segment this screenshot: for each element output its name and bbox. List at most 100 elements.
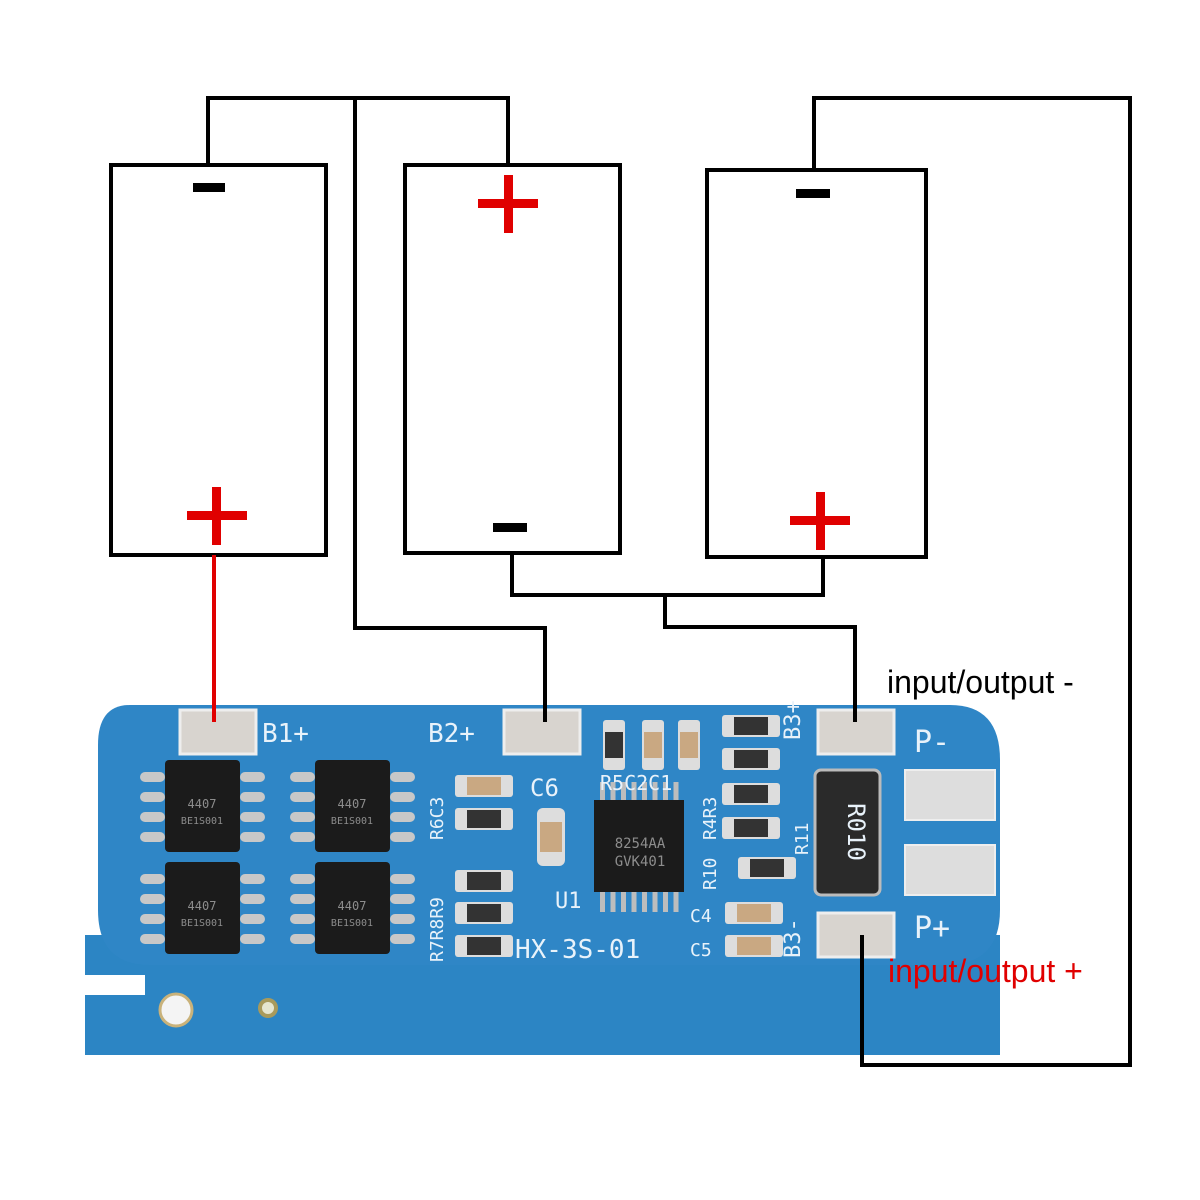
wire-to-b2-pad xyxy=(353,98,547,722)
chip-pin xyxy=(290,914,315,924)
chip-pin xyxy=(390,832,415,842)
chip-pin xyxy=(290,894,315,904)
minus-terminal-icon xyxy=(493,523,527,532)
chip-pin xyxy=(290,772,315,782)
smd-body xyxy=(467,777,501,795)
wire-to-b3-pad xyxy=(663,595,857,722)
label-b3-minus: B3- xyxy=(781,918,806,958)
label-c5: C5 xyxy=(690,940,712,961)
minus-terminal-icon xyxy=(796,189,830,198)
mosfet-chip xyxy=(315,862,390,954)
ic-pin xyxy=(663,892,668,912)
wire-b1-minus-to-b2-plus xyxy=(206,96,510,165)
chip-pin xyxy=(140,832,165,842)
shunt-resistor xyxy=(813,768,882,897)
chip-pin xyxy=(240,772,265,782)
smd-body xyxy=(467,810,501,828)
via-hole xyxy=(258,998,278,1018)
mounting-hole xyxy=(158,992,194,1028)
chip-pin xyxy=(240,832,265,842)
chip-pin xyxy=(140,934,165,944)
chip-pin xyxy=(290,934,315,944)
chip-pin xyxy=(290,832,315,842)
ic-pin xyxy=(652,782,658,800)
label-p-plus: P+ xyxy=(914,911,950,946)
label-b3-plus: B3+ xyxy=(781,700,806,740)
smd-body xyxy=(737,904,771,922)
chip-pin xyxy=(390,792,415,802)
ic-label: GVK401 xyxy=(615,854,666,870)
chip-pin xyxy=(140,874,165,884)
label-r7r8r9: R7R8R9 xyxy=(427,897,448,962)
ic-pin xyxy=(663,782,668,800)
mosfet-label: 4407 xyxy=(188,899,217,913)
label-b1: B1+ xyxy=(262,719,309,749)
smd-body xyxy=(734,785,768,803)
wires xyxy=(206,96,1132,1067)
mosfet-chip xyxy=(315,760,390,852)
label-b2: B2+ xyxy=(428,719,475,749)
wire-b3-minus-to-p-plus xyxy=(812,96,1132,1067)
chip-pin xyxy=(240,914,265,924)
smd-body xyxy=(750,859,784,877)
label-r4r3: R4R3 xyxy=(700,797,721,840)
smd-body xyxy=(734,717,768,735)
mosfet-label: 4407 xyxy=(188,797,217,811)
smd-body xyxy=(467,904,501,922)
ic-pin xyxy=(673,892,679,912)
smd-body xyxy=(734,750,768,768)
minus-terminal-icon xyxy=(193,183,225,192)
ic-pin xyxy=(610,892,616,912)
plus-terminal-icon xyxy=(790,492,850,550)
chip-pin xyxy=(390,894,415,904)
chip-pin xyxy=(240,792,265,802)
shunt-label: R010 xyxy=(842,803,870,861)
mosfet-label: BE1S001 xyxy=(331,918,373,929)
pad-p-plus-square xyxy=(904,844,996,896)
mosfet-chips: 4407 BE1S001 4407 BE1S001 4407 BE1S001 4… xyxy=(165,760,390,954)
plus-terminal-icon xyxy=(478,175,538,233)
chip-pin xyxy=(290,812,315,822)
label-c4: C4 xyxy=(690,906,712,927)
mosfet-label: BE1S001 xyxy=(181,918,223,929)
pad-p-plus xyxy=(816,911,896,959)
smd-body xyxy=(680,732,698,758)
label-c6: C6 xyxy=(530,774,559,802)
mosfet-label: BE1S001 xyxy=(181,816,223,827)
pad-b1 xyxy=(178,708,258,756)
smd-body xyxy=(467,872,501,890)
smd-body xyxy=(644,732,662,758)
smd-body xyxy=(467,937,501,955)
passive-components xyxy=(455,715,796,957)
chip-pin xyxy=(240,874,265,884)
ic-pin xyxy=(621,782,626,800)
label-output-minus: input/output - xyxy=(887,664,1074,700)
plus-terminal-icon xyxy=(187,487,247,545)
chip-pin xyxy=(390,772,415,782)
chip-pin xyxy=(290,792,315,802)
chip-pin xyxy=(140,772,165,782)
chip-pin xyxy=(240,894,265,904)
label-u1: U1 xyxy=(555,889,582,914)
mosfet-label: BE1S001 xyxy=(331,816,373,827)
wire-b2-minus-to-b3-plus xyxy=(510,553,825,597)
label-r11: R11 xyxy=(792,822,813,855)
chip-pins xyxy=(140,772,679,944)
label-p-minus: P- xyxy=(914,725,950,760)
chip-pin xyxy=(390,874,415,884)
battery-cell-1 xyxy=(109,163,328,557)
chip-pin xyxy=(240,934,265,944)
chip-pin xyxy=(240,812,265,822)
ic-pin xyxy=(642,782,647,800)
protection-ic xyxy=(594,800,684,892)
battery-cell-3 xyxy=(705,168,928,559)
chip-pin xyxy=(140,812,165,822)
ic-pin xyxy=(600,782,605,800)
bms-pcb: 4407 BE1S001 4407 BE1S001 4407 BE1S001 4… xyxy=(85,700,1000,1055)
label-r10: R10 xyxy=(700,857,721,890)
ic-pin xyxy=(621,892,626,912)
ic-pin xyxy=(631,892,637,912)
ic-pin xyxy=(673,782,679,800)
smd-body xyxy=(540,822,562,852)
